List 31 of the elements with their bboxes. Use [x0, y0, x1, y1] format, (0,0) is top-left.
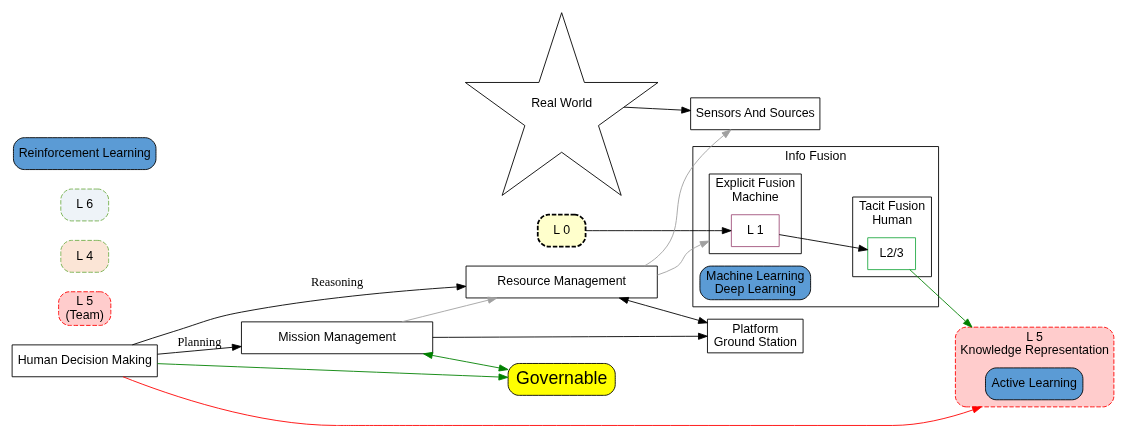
node-box: Resource Management: [465, 265, 658, 299]
node-box: L 4: [60, 239, 110, 273]
node-box: Human Decision Making: [11, 344, 158, 378]
node-box: L 0: [536, 213, 587, 248]
arrow: [122, 376, 982, 426]
node-box: Platform Ground Station: [707, 318, 804, 354]
arrow: [618, 296, 708, 324]
arrow: [585, 227, 732, 235]
node-box: Governable: [507, 363, 616, 396]
node-box: Machine Learning Deep Learning: [699, 265, 812, 301]
node-box: L 5 (Team): [58, 291, 112, 326]
arrow: [423, 351, 509, 372]
node-box: Reinforcement Learning: [13, 137, 157, 170]
arrow: [157, 363, 509, 381]
arrow: [156, 343, 242, 355]
edge-label: Reasoning: [310, 274, 364, 289]
arrow: [401, 296, 498, 323]
arrow: [909, 269, 973, 328]
node-box: L 1: [730, 214, 780, 248]
node-box: Sensors And Sources: [690, 97, 821, 131]
arrow: [623, 106, 692, 114]
node-box: Active Learning: [985, 367, 1084, 401]
node-box: L2/3: [867, 237, 916, 271]
node-box: L 6: [60, 188, 110, 222]
arrow: [656, 240, 710, 276]
arrow: [643, 129, 732, 267]
node-box: Mission Management: [241, 321, 434, 355]
arrow: [778, 234, 869, 252]
arrow: [131, 283, 467, 346]
arrow: [432, 332, 708, 340]
edge-label: Planning: [177, 334, 222, 349]
